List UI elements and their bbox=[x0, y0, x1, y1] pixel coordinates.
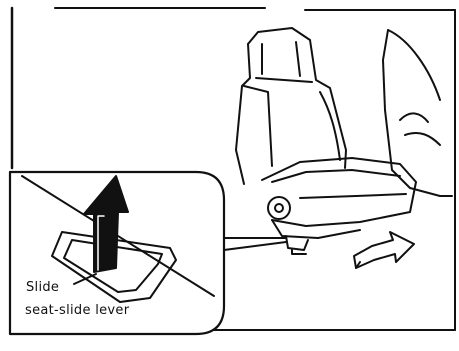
callout-label-slide: Slide bbox=[26, 280, 59, 295]
callout-label-lever: seat-slide lever bbox=[25, 303, 129, 318]
rear-seat-outline bbox=[383, 30, 452, 196]
callout-leader-lines bbox=[224, 238, 286, 250]
forward-arrow-icon bbox=[354, 232, 414, 268]
